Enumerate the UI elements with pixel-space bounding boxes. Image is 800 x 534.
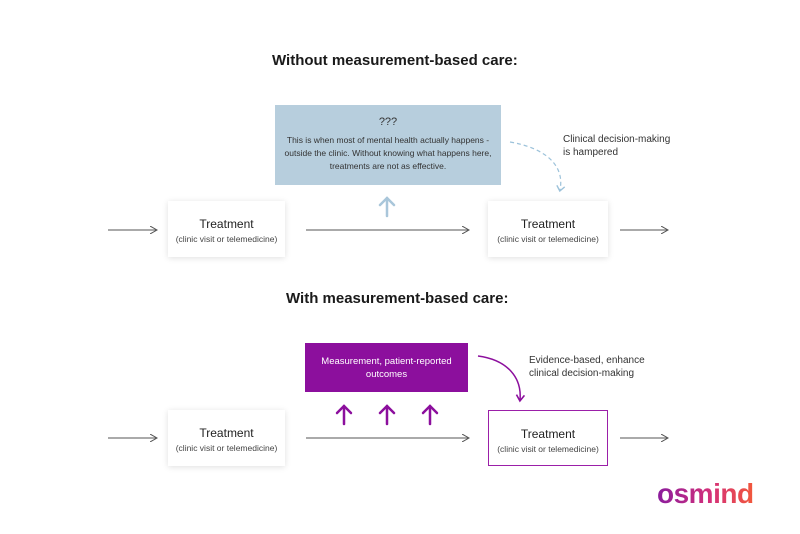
up-arrow-purple-icon [378,404,396,426]
treatment-title: Treatment [520,217,576,231]
up-arrow-purple-icon [421,404,439,426]
treatment-box-top-left: Treatment (clinic visit or telemedicine) [168,201,285,257]
treatment-subtitle: (clinic visit or telemedicine) [497,234,599,244]
treatment-box-top-right: Treatment (clinic visit or telemedicine) [488,201,608,257]
mystery-text: This is when most of mental health actua… [284,135,492,171]
note-evidence-based: Evidence-based, enhance clinical decisio… [529,355,645,379]
treatment-title: Treatment [199,217,254,231]
heading-without-mbc: Without measurement-based care: [272,52,518,69]
mystery-box: ??? This is when most of mental health a… [275,105,501,185]
treatment-title: Treatment [199,426,254,440]
measurement-text: Measurement, patient-reported outcomes [321,355,452,380]
measurement-box: Measurement, patient-reported outcomes [305,343,468,392]
osmind-logo: osmind [657,478,754,509]
treatment-box-bottom-right: Treatment (clinic visit or telemedicine) [488,410,608,466]
dashed-curve-arrow [509,141,566,193]
note-hampered: Clinical decision-making is hampered [563,134,671,158]
heading-with-mbc: With measurement-based care: [286,290,509,307]
treatment-box-bottom-left: Treatment (clinic visit or telemedicine) [168,410,285,466]
mystery-title: ??? [378,116,398,128]
treatment-subtitle: (clinic visit or telemedicine) [175,443,278,453]
treatment-title: Treatment [520,427,576,441]
up-arrow-purple-icon [335,404,353,426]
up-arrow-light-icon [378,196,396,218]
purple-curve-arrow [477,355,526,403]
treatment-subtitle: (clinic visit or telemedicine) [175,234,278,244]
treatment-subtitle: (clinic visit or telemedicine) [497,444,599,454]
